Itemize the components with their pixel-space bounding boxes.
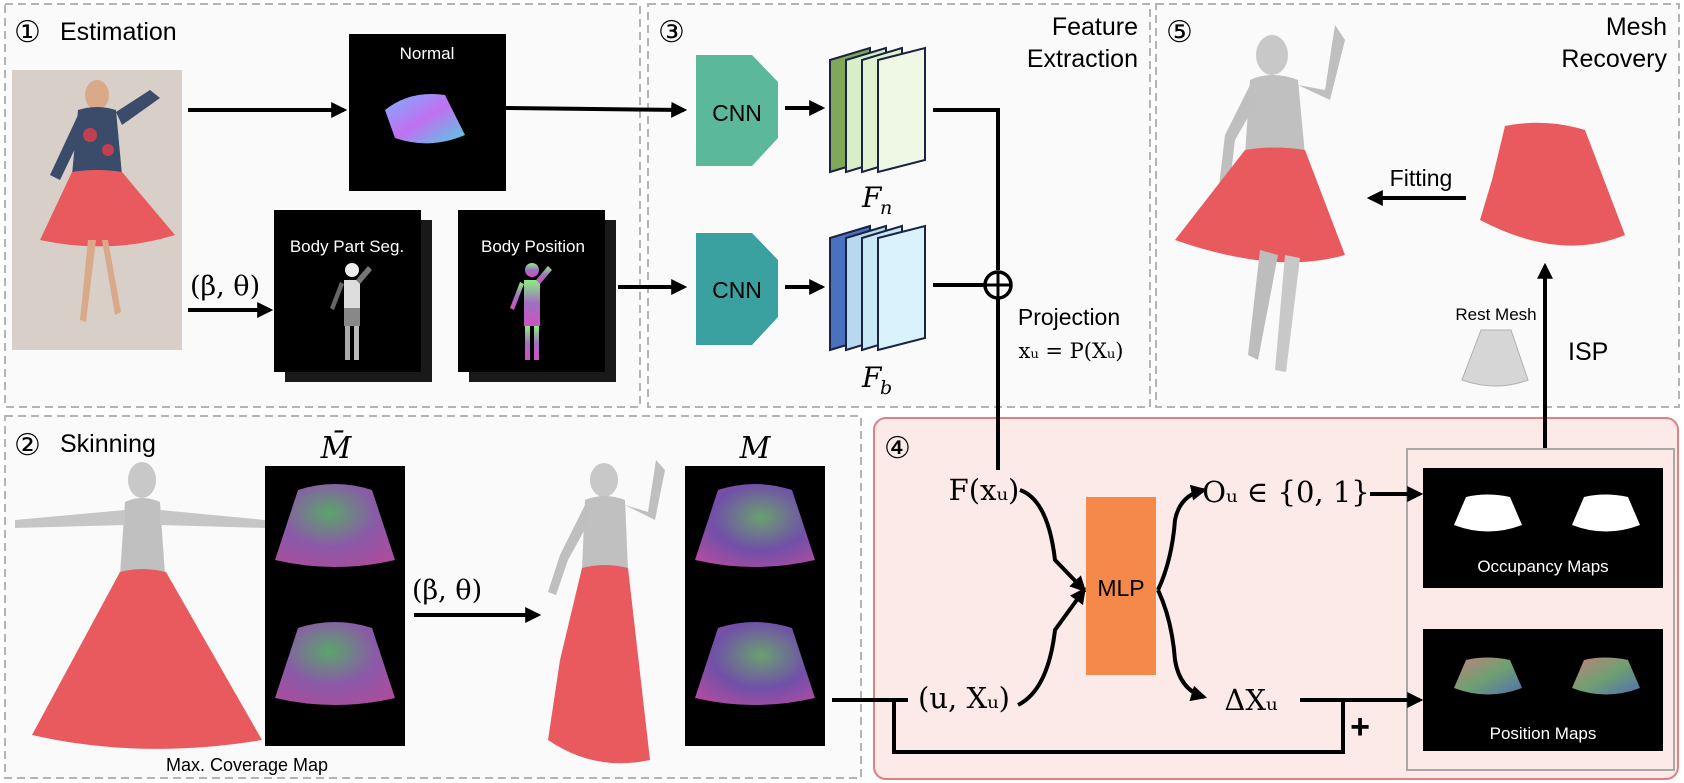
occupancy-output: Oᵤ ∈ {0, 1} <box>1202 475 1370 509</box>
normal-map-shape <box>385 94 465 144</box>
m-uv-top <box>695 484 815 567</box>
panel-title-mesh-line1: Mesh <box>1606 13 1667 41</box>
projection-label: Projection <box>1018 304 1120 330</box>
m-uv-bottom <box>695 622 815 705</box>
tpose-mesh-figure <box>15 462 265 749</box>
cnn-bottom-label: CNN <box>712 277 762 303</box>
residual-line <box>892 700 1345 754</box>
panel-title-feature-line1: Feature <box>1052 13 1138 41</box>
cnn-bottom-block <box>696 233 778 345</box>
fn-to-concat-line <box>933 108 1000 270</box>
m-bar-uv-bottom <box>275 622 395 705</box>
fn-feature-stack <box>829 46 926 174</box>
fb-sub: b <box>880 377 892 399</box>
arrow-normal-to-cnn <box>505 101 688 118</box>
panel-title-mesh-line2: Recovery <box>1561 45 1667 73</box>
arrow-mlp-to-delta <box>1156 589 1208 702</box>
position-maps-label: Position Maps <box>1490 724 1597 743</box>
body-part-seg-figure <box>330 263 372 360</box>
body-position-figure <box>510 263 552 360</box>
body-part-seg-label: Body Part Seg. <box>290 237 404 256</box>
body-position-label: Body Position <box>481 237 585 256</box>
panel-number-2: ② <box>14 429 41 462</box>
fb-feature-stack <box>829 224 926 352</box>
normal-label: Normal <box>400 44 455 63</box>
panel-number-5: ⑤ <box>1166 16 1193 49</box>
mlp-block <box>1086 497 1156 675</box>
position-shape-right <box>1572 657 1640 695</box>
delta-output: ΔXᵤ <box>1224 683 1278 717</box>
cnn-top-label: CNN <box>712 100 762 126</box>
reconstructed-skirt <box>1480 122 1625 246</box>
panel-number-1: ① <box>14 16 41 49</box>
recovered-mesh-figure <box>1175 25 1345 372</box>
cnn-top-block <box>696 55 778 166</box>
m-bar-uv-top <box>275 484 395 567</box>
max-coverage-label: Max. Coverage Map <box>166 755 328 775</box>
posed-mesh-figure <box>548 460 665 764</box>
panel-title-feature-line2: Extraction <box>1027 45 1138 73</box>
estimation-params-label: (β, θ) <box>190 271 260 302</box>
input-photo <box>12 70 182 350</box>
arrow-mlp-to-occupancy <box>1156 484 1208 591</box>
mlp-input-bottom: (u, Xᵤ) <box>918 681 1010 715</box>
mlp-input-top: F(xᵤ) <box>949 473 1020 507</box>
occupancy-shape-right <box>1572 494 1640 532</box>
isp-label: ISP <box>1568 338 1608 366</box>
arrow-bottom-input-to-mlp <box>1017 587 1086 707</box>
panel-title-estimation: Estimation <box>60 18 177 46</box>
residual-plus: + <box>1350 708 1370 746</box>
rest-mesh-label: Rest Mesh <box>1455 305 1536 324</box>
panel-number-4: ④ <box>884 432 911 465</box>
occupancy-maps-label: Occupancy Maps <box>1477 557 1608 576</box>
arrow-top-input-to-mlp <box>1019 488 1087 593</box>
skinning-params-label: (β, θ) <box>412 575 482 606</box>
position-shape-left <box>1454 657 1522 695</box>
m-label: M <box>739 431 772 466</box>
occupancy-shape-left <box>1454 494 1522 532</box>
fn-sub: n <box>880 197 892 219</box>
projection-formula: xᵤ = P(Xᵤ) <box>1018 339 1123 363</box>
mlp-label: MLP <box>1097 575 1144 601</box>
fn-label: F <box>861 181 883 214</box>
rest-mesh-shape <box>1461 329 1529 387</box>
maps-frame <box>1406 448 1675 771</box>
fitting-label: Fitting <box>1390 165 1453 191</box>
panel-number-3: ③ <box>658 16 685 49</box>
m-bar-label: M̄ <box>320 430 353 466</box>
panel-title-skinning: Skinning <box>60 430 156 458</box>
fb-label: F <box>861 361 883 394</box>
